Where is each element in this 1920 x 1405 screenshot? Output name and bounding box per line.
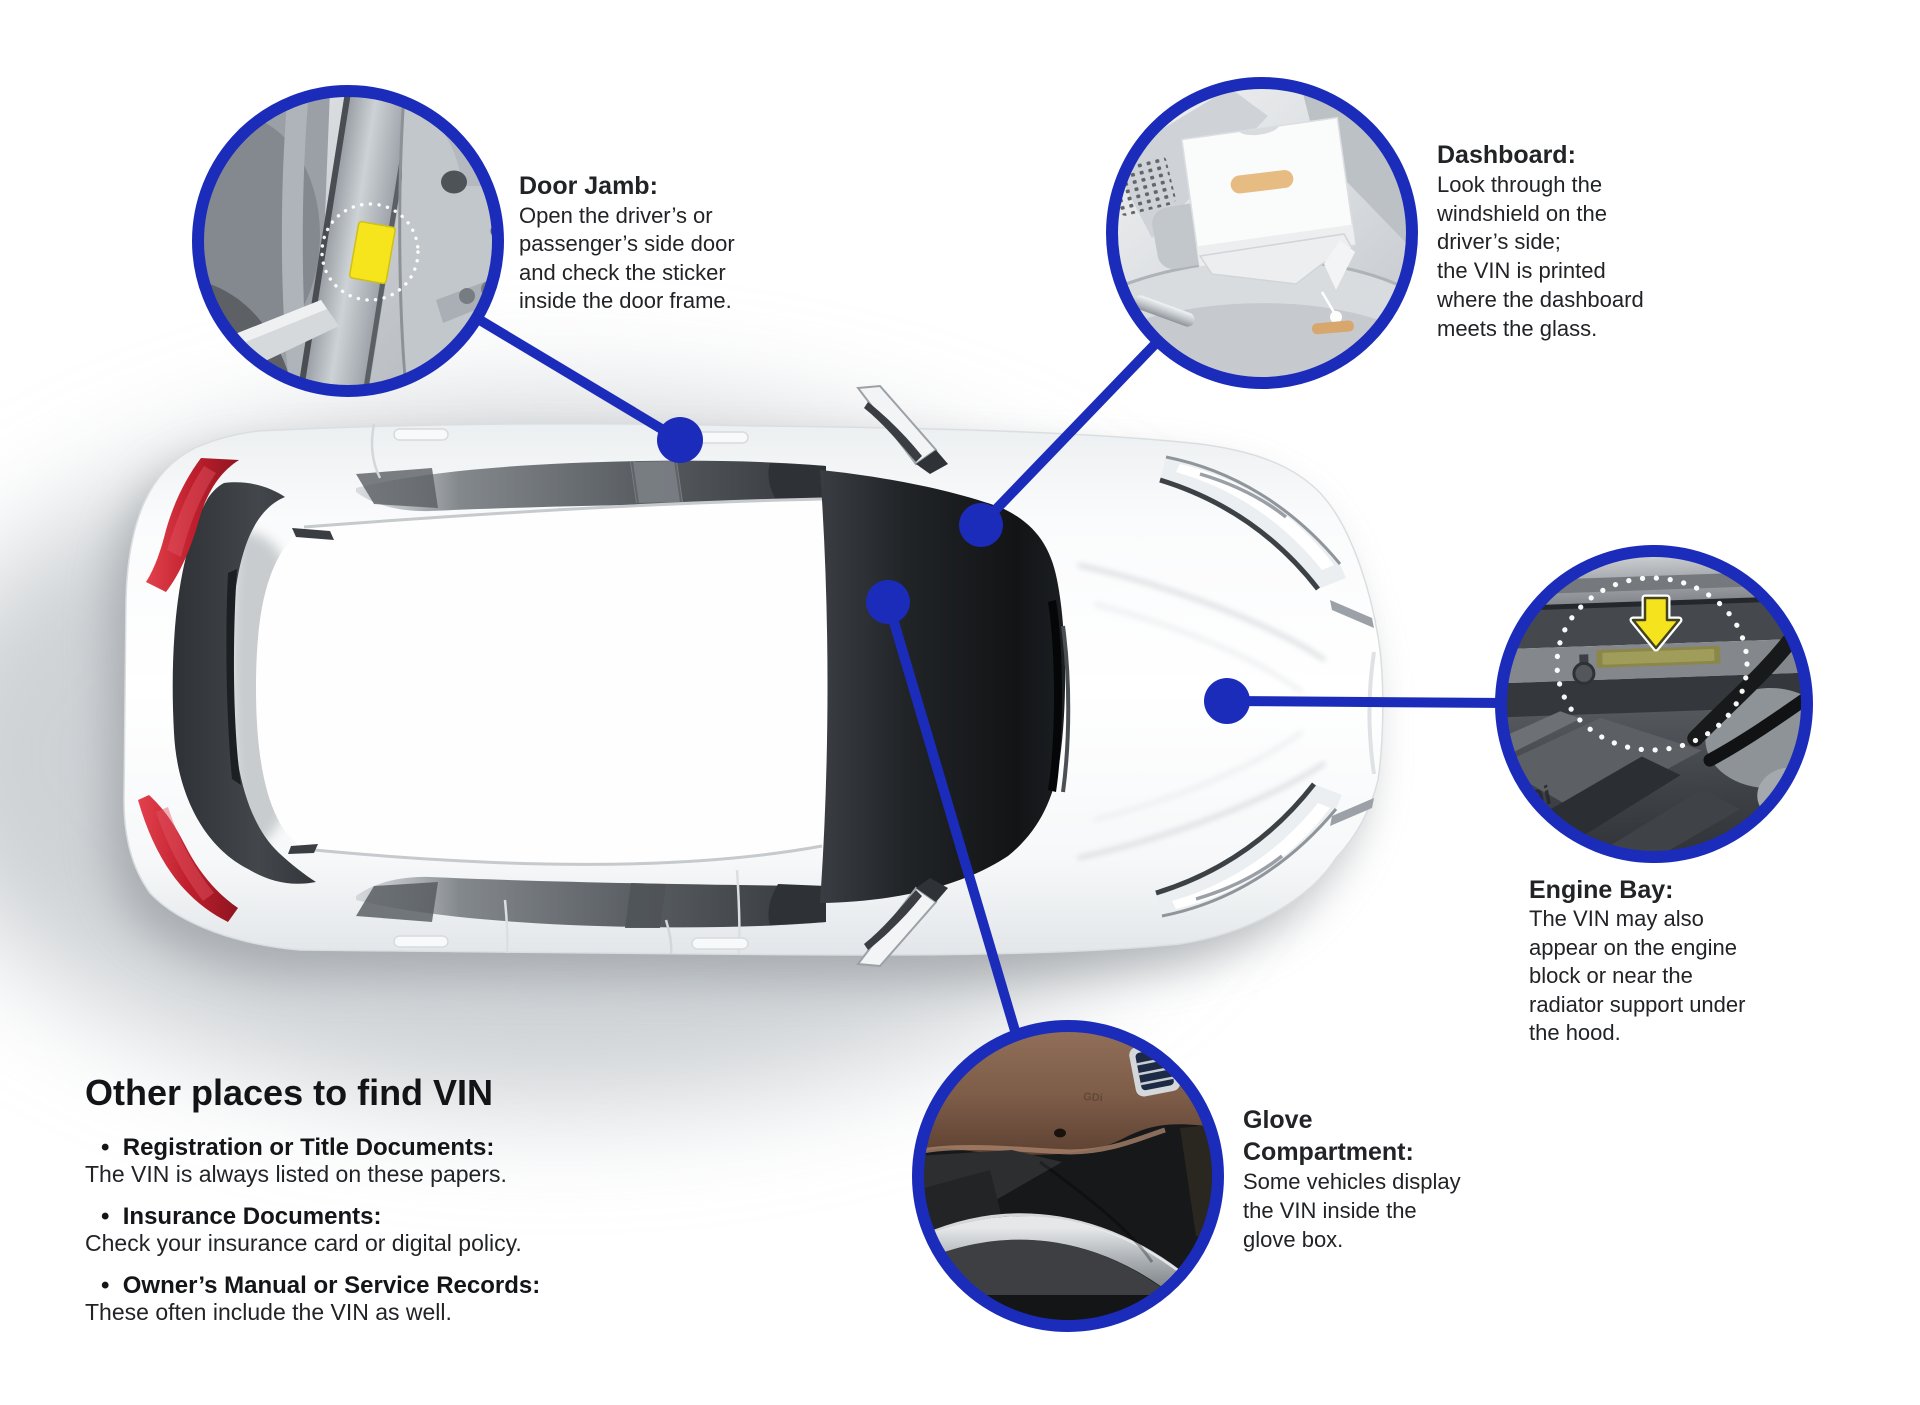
svg-text:GDi: GDi: [1083, 1091, 1103, 1104]
